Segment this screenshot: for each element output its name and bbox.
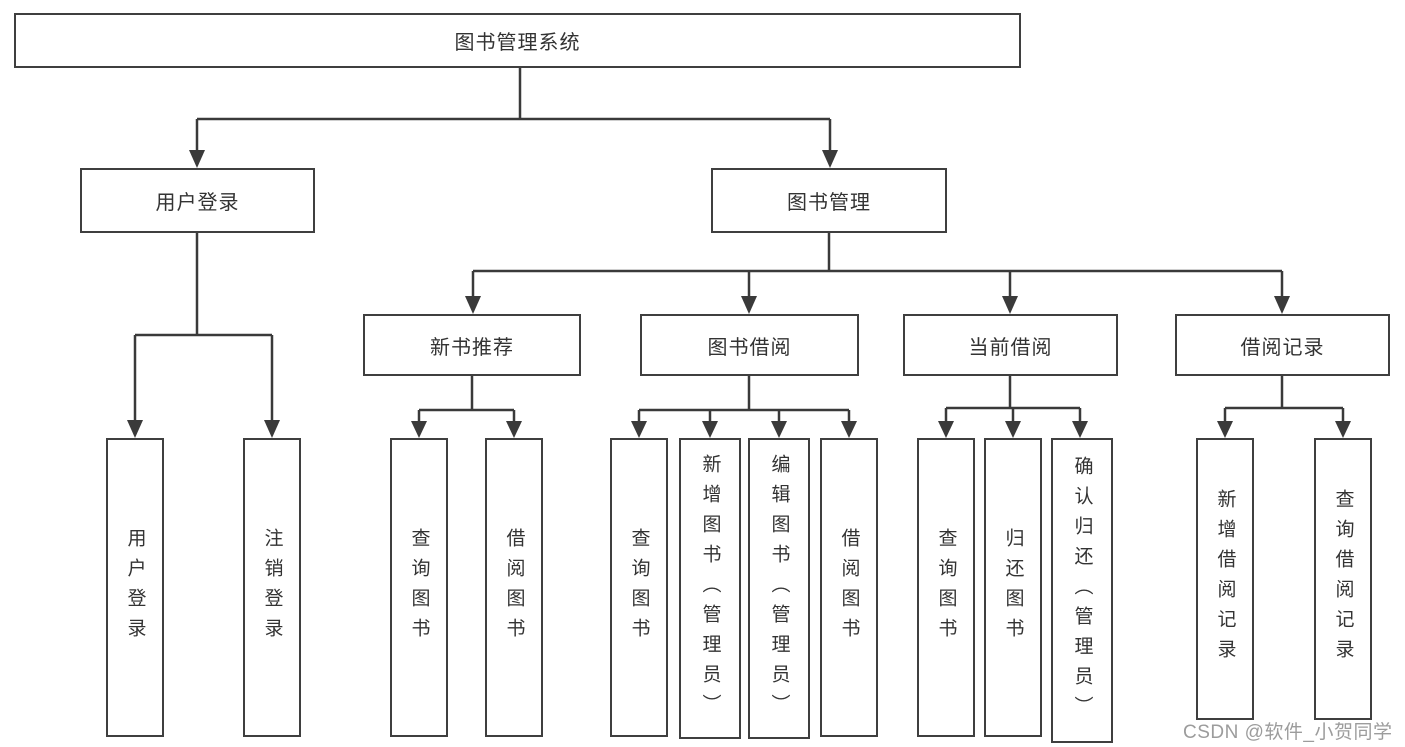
leaf-query-book-borrowing-label: 查询图书 — [628, 527, 650, 648]
leaf-confirm-return-admin: 确认归还（管理员） — [1051, 438, 1113, 743]
leaf-logout: 注销登录 — [243, 438, 301, 737]
arrowhead-icon — [127, 420, 143, 438]
leaf-borrow-book-borrowing-label: 借阅图书 — [838, 527, 860, 648]
leaf-user-login-label: 用户登录 — [124, 527, 146, 648]
node-book-borrowing-label: 图书借阅 — [707, 336, 792, 359]
leaf-confirm-return-admin-label: 确认归还（管理员） — [1071, 455, 1093, 726]
arrowhead-icon — [1072, 421, 1088, 438]
arrowhead-icon — [411, 421, 427, 438]
connector-book-mgmt-split — [471, 233, 1284, 297]
arrowhead-icon — [1274, 296, 1290, 314]
arrowhead-icon — [506, 421, 522, 438]
leaf-query-borrow-record: 查询借阅记录 — [1314, 438, 1372, 720]
node-current-borrowing: 当前借阅 — [903, 314, 1118, 376]
leaf-query-book-recommend: 查询图书 — [390, 438, 448, 737]
node-root: 图书管理系统 — [14, 13, 1021, 68]
node-book-management-label: 图书管理 — [787, 192, 871, 214]
node-user-login-label: 用户登录 — [155, 192, 240, 214]
arrowhead-icon — [264, 420, 280, 438]
arrowhead-icon — [702, 421, 718, 438]
node-current-borrowing-label: 当前借阅 — [968, 336, 1053, 359]
arrowhead-icon — [189, 150, 205, 168]
arrowhead-icon — [841, 421, 857, 438]
node-borrowing-records: 借阅记录 — [1175, 314, 1390, 376]
leaf-borrow-book-borrowing: 借阅图书 — [820, 438, 878, 737]
arrowhead-icon — [938, 421, 954, 438]
leaf-query-borrow-record-label: 查询借阅记录 — [1332, 489, 1354, 669]
leaf-edit-book-admin-label: 编辑图书（管理员） — [768, 453, 790, 724]
leaf-borrow-book-recommend: 借阅图书 — [485, 438, 543, 737]
leaf-user-login: 用户登录 — [106, 438, 164, 737]
leaf-add-borrow-record-label: 新增借阅记录 — [1214, 489, 1236, 669]
arrowhead-icon — [1335, 421, 1351, 438]
node-book-borrowing: 图书借阅 — [640, 314, 859, 376]
leaf-query-book-current-label: 查询图书 — [935, 527, 957, 648]
arrowhead-icon — [1217, 421, 1233, 438]
connector-arrowheads — [127, 150, 1351, 438]
leaf-return-book: 归还图书 — [984, 438, 1042, 737]
node-user-login: 用户登录 — [80, 168, 315, 233]
leaf-return-book-label: 归还图书 — [1002, 527, 1024, 648]
arrowhead-icon — [741, 296, 757, 314]
connector-current-borrow-split — [944, 376, 1082, 421]
leaf-query-book-recommend-label: 查询图书 — [408, 527, 430, 648]
leaf-edit-book-admin: 编辑图书（管理员） — [748, 438, 810, 739]
leaf-add-book-admin-label: 新增图书（管理员） — [699, 453, 721, 724]
arrowhead-icon — [771, 421, 787, 438]
leaf-query-book-borrowing: 查询图书 — [610, 438, 668, 737]
arrowhead-icon — [1002, 296, 1018, 314]
arrowhead-icon — [822, 150, 838, 168]
node-borrowing-records-label: 借阅记录 — [1240, 336, 1325, 359]
connector-new-book-split — [417, 376, 516, 421]
arrowhead-icon — [631, 421, 647, 438]
connector-book-borrow-split — [637, 376, 851, 421]
arrowhead-icon — [465, 296, 481, 314]
leaf-query-book-current: 查询图书 — [917, 438, 975, 737]
node-new-book-recommendation-label: 新书推荐 — [430, 336, 514, 359]
leaf-logout-label: 注销登录 — [261, 527, 283, 648]
csdn-watermark: CSDN @软件_小贺同学 — [1183, 722, 1393, 743]
leaf-add-borrow-record: 新增借阅记录 — [1196, 438, 1254, 720]
connector-root-split — [195, 68, 832, 151]
connector-user-login-split — [133, 233, 274, 421]
connector-borrow-records-split — [1223, 376, 1345, 421]
connector-lines — [133, 68, 1345, 421]
arrowhead-icon — [1005, 421, 1021, 438]
node-new-book-recommendation: 新书推荐 — [363, 314, 581, 376]
node-book-management: 图书管理 — [711, 168, 947, 233]
node-root-label: 图书管理系统 — [454, 32, 581, 54]
leaf-borrow-book-recommend-label: 借阅图书 — [503, 527, 525, 648]
leaf-add-book-admin: 新增图书（管理员） — [679, 438, 741, 739]
